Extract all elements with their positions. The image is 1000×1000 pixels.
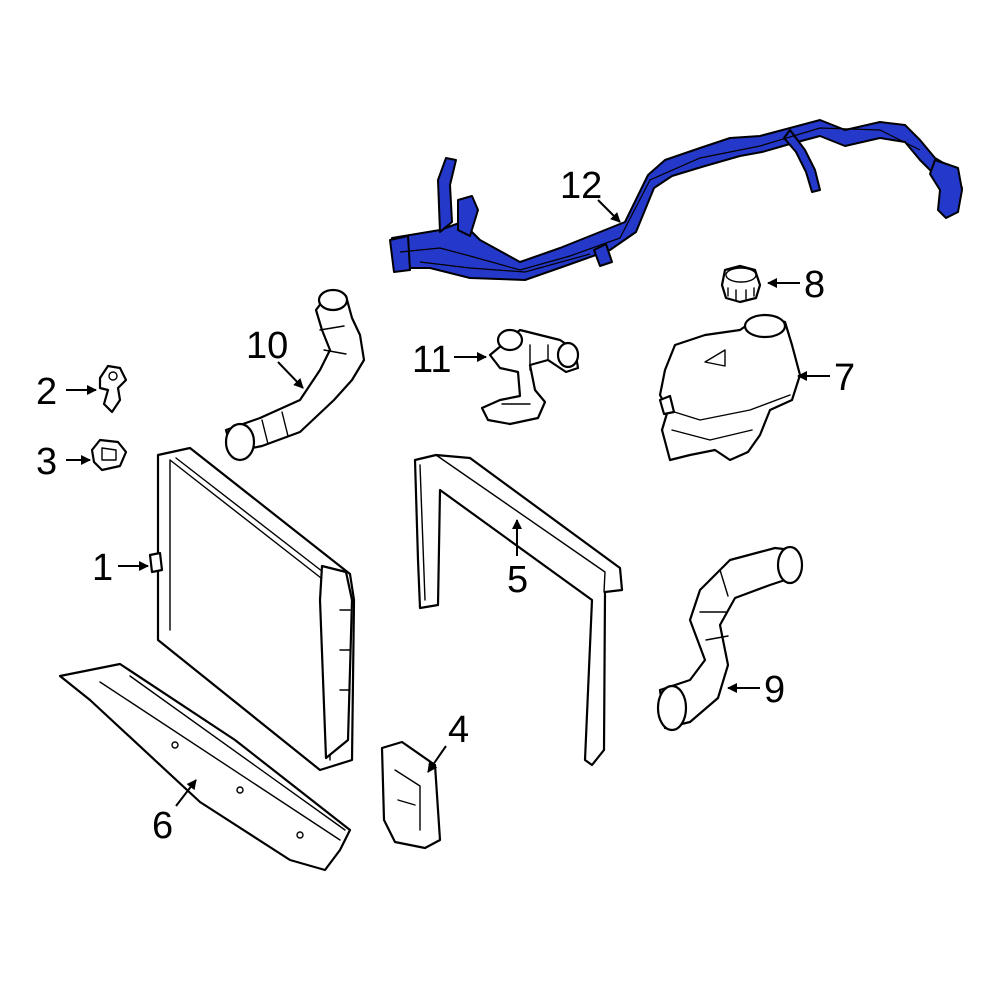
part-3-grommet[interactable]	[90, 438, 128, 472]
callout-2: 2	[36, 371, 57, 413]
callout-12: 12	[560, 165, 602, 207]
leader-6	[175, 779, 197, 807]
callout-9: 9	[764, 669, 785, 711]
callout-7: 7	[834, 357, 855, 399]
part-12-hose-harness[interactable]	[389, 119, 963, 281]
callout-6: 6	[152, 805, 173, 847]
part-1-radiator[interactable]	[148, 446, 356, 772]
callout-3: 3	[36, 441, 57, 483]
part-5-radiator-frame[interactable]	[413, 453, 624, 767]
leader-12	[597, 199, 621, 223]
part-2-clip[interactable]	[98, 364, 128, 414]
part-11-hose-assembly[interactable]	[480, 328, 580, 426]
leader-10	[277, 361, 304, 389]
part-9-lower-hose[interactable]	[656, 545, 804, 732]
callout-10: 10	[246, 325, 288, 367]
leader-4	[427, 745, 447, 773]
part-6-air-deflector[interactable]	[58, 662, 352, 872]
part-7-expansion-tank[interactable]	[658, 313, 802, 462]
part-8-cap[interactable]	[720, 264, 762, 304]
part-4-bracket[interactable]	[380, 740, 442, 850]
callout-5: 5	[507, 559, 528, 601]
callout-4: 4	[448, 709, 469, 751]
part-10-upper-hose[interactable]	[224, 288, 366, 462]
callout-11: 11	[412, 339, 451, 381]
callout-8: 8	[804, 264, 825, 306]
callout-1: 1	[92, 547, 113, 589]
